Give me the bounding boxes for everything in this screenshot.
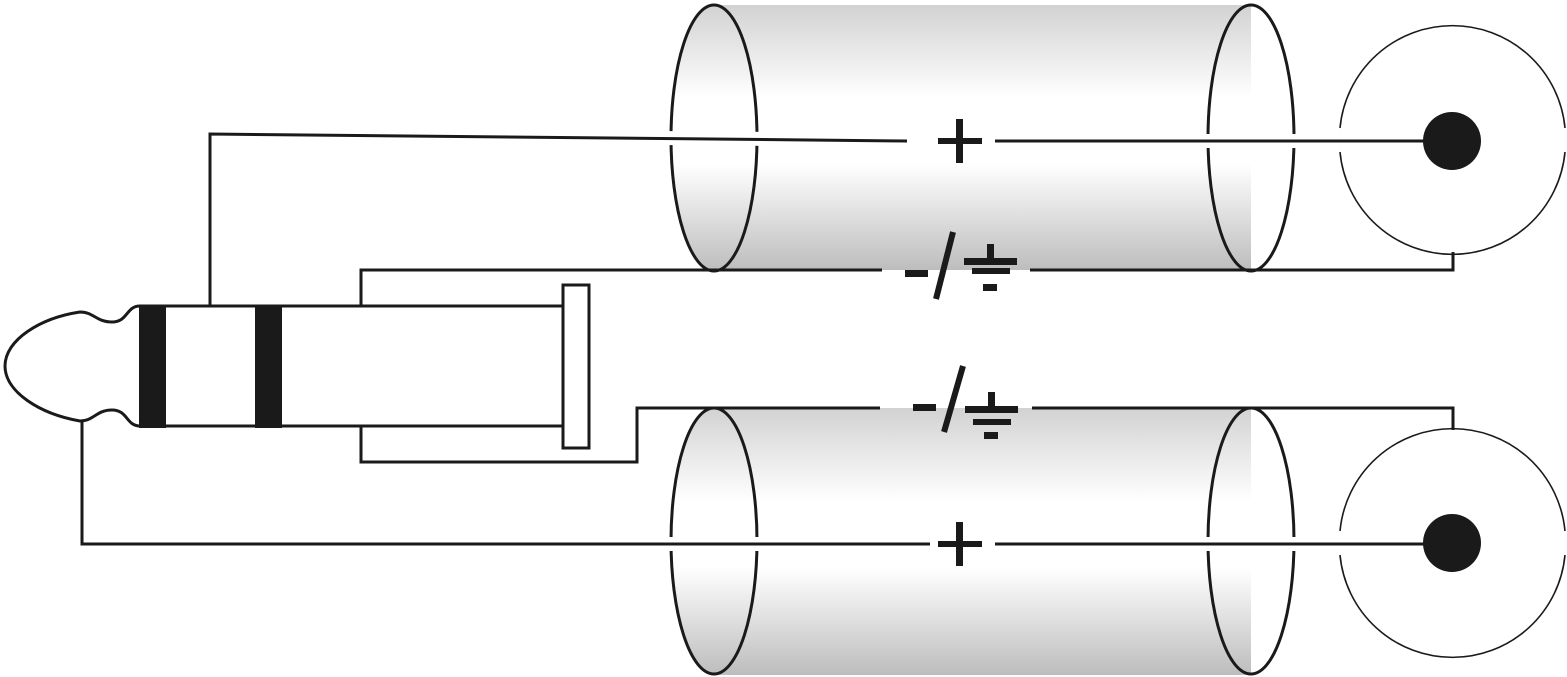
top-plus-sign-icon	[938, 119, 982, 163]
top-hot-wire	[208, 131, 1452, 305]
bottom-minus-ground-icon	[913, 365, 1018, 439]
stereo-jack-plug-icon	[3, 283, 591, 450]
bottom-rca-connector-icon	[1339, 427, 1566, 659]
bottom-ground-wire	[359, 406, 1455, 464]
top-ground-wire	[359, 252, 1455, 305]
top-rca-connector-icon	[1339, 24, 1566, 256]
top-minus-ground-icon	[905, 231, 1017, 300]
bottom-hot-wire	[80, 422, 1452, 551]
bottom-plus-sign-icon	[938, 522, 982, 566]
